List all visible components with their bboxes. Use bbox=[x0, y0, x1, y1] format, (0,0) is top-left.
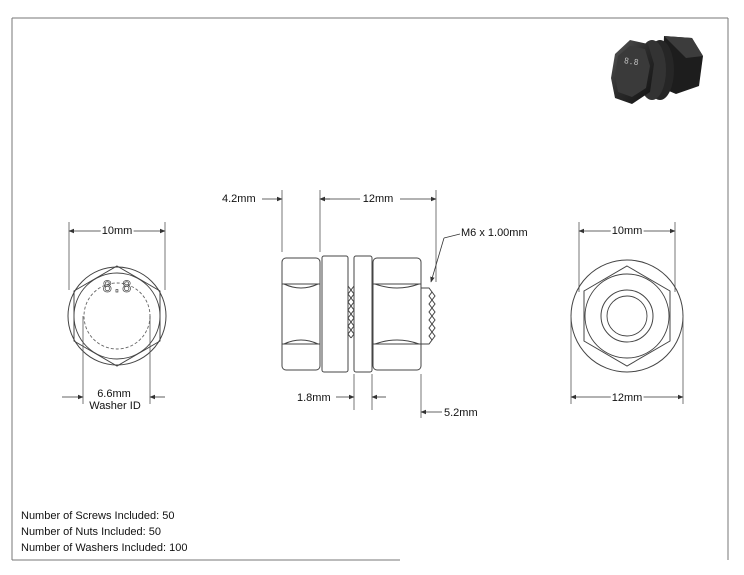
side-view bbox=[281, 255, 436, 373]
rear-top-width-label: 10mm bbox=[612, 225, 643, 237]
rear-bottom-width-label: 12mm bbox=[612, 392, 643, 404]
nut-height-label: 5.2mm bbox=[444, 407, 478, 419]
washer-id-label: 6.6mm bbox=[97, 388, 131, 400]
note-washers: Number of Washers Included: 100 bbox=[21, 542, 188, 554]
overall-length-label: 12mm bbox=[363, 193, 394, 205]
package-notes: Number of Screws Included: 50 Number of … bbox=[21, 508, 188, 556]
front-width-label: 10mm bbox=[102, 225, 133, 237]
front-view: 10mm 8.8 6.6mm Washer ID bbox=[62, 222, 167, 412]
thumbnail-stamp: 8.8 bbox=[624, 56, 640, 67]
washer-thickness-label: 1.8mm bbox=[297, 392, 331, 404]
note-nuts: Number of Nuts Included: 50 bbox=[21, 526, 162, 538]
head-height-label: 4.2mm bbox=[222, 193, 256, 205]
washer-id-caption: Washer ID bbox=[89, 400, 141, 412]
note-screws: Number of Screws Included: 50 bbox=[21, 510, 175, 522]
thumbnail-render: 8.8 bbox=[611, 36, 703, 104]
sheet-border bbox=[11, 17, 729, 561]
thread-spec-label: M6 x 1.00mm bbox=[461, 227, 528, 239]
side-view-dimensions bbox=[262, 190, 461, 418]
front-stamp: 8.8 bbox=[103, 277, 132, 296]
rear-view: 10mm 12mm bbox=[570, 222, 684, 406]
